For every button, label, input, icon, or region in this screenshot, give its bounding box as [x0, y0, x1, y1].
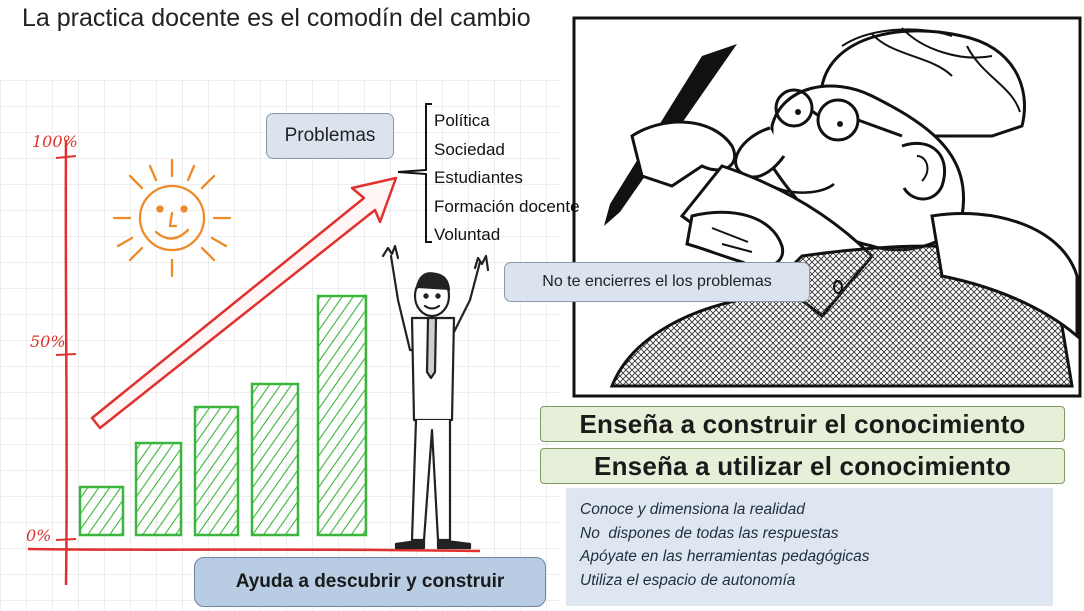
teach-build-banner: Enseña a construir el conocimiento: [540, 406, 1065, 442]
tips-box: Conoce y dimensiona la realidad No dispo…: [566, 488, 1053, 606]
x-axis-line: [27, 547, 481, 553]
problem-item-estudiantes: Estudiantes: [434, 168, 523, 188]
tip-item: Conoce y dimensiona la realidad: [580, 501, 805, 518]
axis-label-0: 0%: [26, 526, 52, 545]
problems-label-box: Problemas: [266, 113, 394, 159]
sketch-bar-3: [193, 405, 240, 537]
problems-brace: [397, 103, 432, 243]
axis-label-50: 50%: [30, 332, 66, 351]
teach-use-banner: Enseña a utilizar el conocimiento: [540, 448, 1065, 484]
teacher-cartoon-illustration: [572, 16, 1082, 398]
problem-item-politica: Política: [434, 111, 490, 130]
problem-item-voluntad: Voluntad: [434, 225, 501, 245]
growth-arrow: [90, 176, 398, 430]
axis-label-100: 100%: [32, 132, 78, 151]
tip-item: No dispones de todas las respuestas: [580, 524, 839, 542]
problem-item-formacion: Formación docente: [434, 196, 580, 216]
axis-ticks: [55, 155, 77, 541]
problems-list: Política Sociedad Estudiantes Formación …: [434, 107, 580, 250]
sun-icon: [112, 158, 232, 278]
tip-item: Utiliza el espacio de autonomía: [580, 571, 796, 589]
cheering-man-icon: [381, 244, 490, 550]
sketch-bar-4: [250, 382, 300, 537]
growth-sketch-illustration: [0, 80, 560, 611]
slide-title: La practica docente es el comodín del ca…: [22, 4, 531, 32]
sketch-bar-5: [316, 294, 368, 537]
advice-box: No te encierres el los problemas: [504, 262, 810, 302]
discover-build-button[interactable]: Ayuda a descubrir y construir: [194, 557, 546, 607]
problem-item-sociedad: Sociedad: [434, 139, 505, 159]
y-axis-line: [64, 139, 68, 586]
sketch-bar-1: [78, 485, 125, 537]
tip-item: Apóyate en las herramientas pedagógicas: [580, 548, 870, 565]
sketch-bars: [78, 294, 368, 537]
sketch-bar-2: [134, 441, 183, 537]
